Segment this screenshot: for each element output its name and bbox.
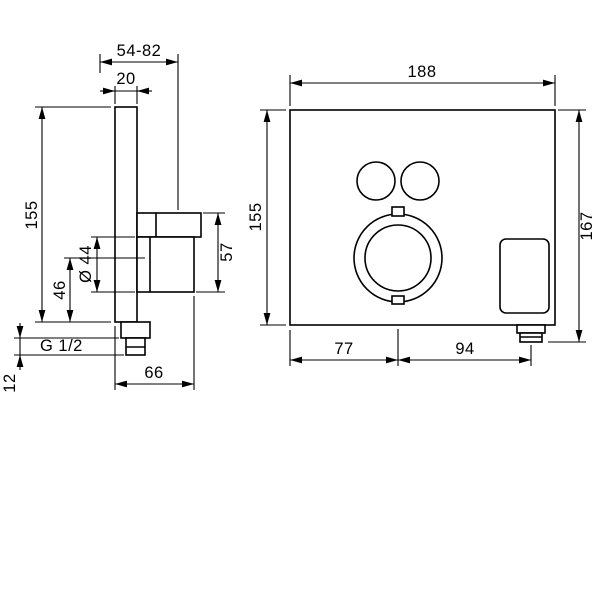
- dim-label-front-height: 155: [247, 202, 265, 231]
- dim-label-side-height: 155: [23, 200, 41, 229]
- dim-outlet-height: 12: [1, 323, 124, 393]
- dim-handle-height: 57: [196, 212, 236, 293]
- dim-label-overall-height: 167: [578, 211, 596, 240]
- dim-grip-diameter: Ø 44: [77, 236, 135, 293]
- front-view: [289, 109, 556, 343]
- dial-top-marker: [391, 206, 405, 217]
- dim-label-outlet-thread: G 1/2: [40, 337, 83, 355]
- side-view: [114, 106, 202, 356]
- dim-label-center-to-bottom: 46: [51, 280, 69, 299]
- dim-center-to-bottom: 46: [51, 257, 145, 322]
- side-thermostat-handle-profile: [136, 236, 195, 293]
- side-wall-plate: [114, 106, 138, 323]
- dim-label-handle-height: 57: [218, 242, 236, 261]
- shower-holder: [499, 238, 550, 314]
- dim-front-width: 188: [289, 63, 556, 106]
- dim-label-depth-range: 54-82: [117, 42, 162, 60]
- dim-handle-depth: 66: [114, 296, 195, 390]
- select-button-left: [356, 161, 396, 201]
- front-outlet-base: [516, 324, 546, 334]
- dim-label-edge-to-dial: 77: [334, 340, 353, 358]
- front-view-dimensions: 188 155 167 77 94: [247, 63, 596, 366]
- dim-label-outlet-height: 12: [1, 373, 19, 392]
- dim-overall-height: 167: [548, 109, 596, 343]
- side-view-dimensions: 54-82 20 155 Ø 44 46: [1, 42, 236, 393]
- dim-depth-range: 54-82: [99, 42, 179, 210]
- dim-label-grip-diameter: Ø 44: [77, 245, 95, 283]
- dim-label-plate-thickness: 20: [116, 70, 135, 88]
- side-select-button-profile: [136, 212, 202, 238]
- select-button-right: [400, 161, 440, 201]
- dim-bottom-spans: 77 94: [289, 329, 532, 366]
- dim-front-height: 155: [247, 109, 286, 326]
- thermostat-dial-inner: [364, 224, 432, 292]
- dim-side-height: 155: [23, 106, 111, 323]
- dim-label-handle-depth: 66: [144, 364, 163, 382]
- side-outlet-block: [120, 321, 151, 339]
- dial-safety-stop: [391, 295, 405, 305]
- label-outlet-thread: G 1/2: [40, 337, 83, 355]
- dim-label-dial-to-outlet: 94: [455, 340, 474, 358]
- dim-label-front-width: 188: [407, 63, 436, 81]
- dim-plate-thickness: 20: [100, 70, 152, 104]
